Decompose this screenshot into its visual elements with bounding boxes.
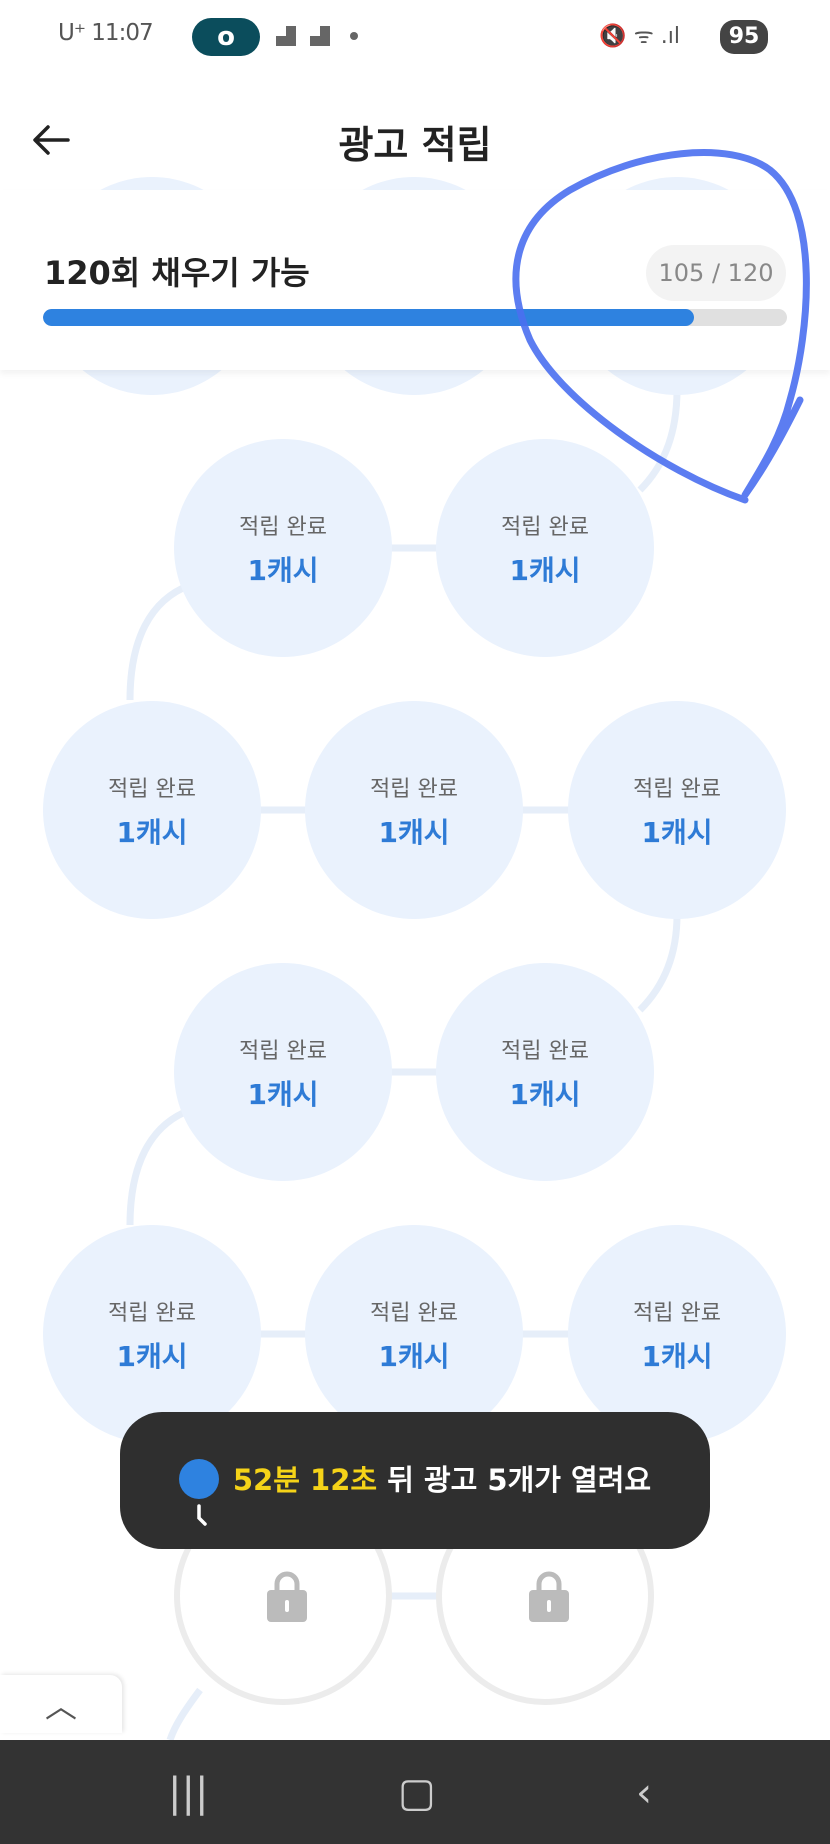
node-status: 적립 완료: [108, 777, 196, 802]
progress-card: 120회 채우기 가능 105 / 120: [0, 190, 830, 370]
reward-node-completed: 적립 완료 1캐시: [43, 1225, 261, 1443]
status-carrier: U⁺ 11:07: [58, 20, 154, 46]
node-status: 적립 완료: [370, 1301, 458, 1326]
node-status: 적립 완료: [108, 1301, 196, 1326]
chevron-up-icon: ︿: [44, 1687, 77, 1725]
reward-node-completed: 적립 완료 1캐시: [568, 1225, 786, 1443]
node-reward: 1캐시: [378, 816, 450, 849]
lock-icon: [529, 1571, 569, 1622]
battery-indicator: 95: [720, 20, 768, 54]
node-reward: 1캐시: [509, 554, 581, 587]
node-status: 적립 완료: [370, 777, 458, 802]
recent-apps-button[interactable]: |||: [168, 1770, 209, 1816]
toast-seconds: 12초: [310, 1463, 378, 1497]
reward-node-completed: 적립 완료 1캐시: [174, 439, 392, 657]
node-reward: 1캐시: [247, 1078, 319, 1111]
system-back-button[interactable]: ‹: [636, 1770, 652, 1816]
app-notification-icon: o: [192, 18, 260, 56]
node-status: 적립 완료: [239, 515, 327, 540]
status-bar: U⁺ 11:07 o 🔇 ᯤ .ıl 95: [0, 0, 830, 75]
node-status: 적립 완료: [501, 515, 589, 540]
scroll-top-button[interactable]: ︿: [0, 1675, 122, 1733]
node-reward: 1캐시: [509, 1078, 581, 1111]
progress-bar: [43, 309, 787, 326]
progress-bar-fill: [43, 309, 694, 326]
reward-node-completed: 적립 완료 1캐시: [305, 1225, 523, 1443]
reward-node-completed: 적립 완료 1캐시: [43, 701, 261, 919]
node-status: 적립 완료: [633, 777, 721, 802]
reward-node-completed: 적립 완료 1캐시: [436, 963, 654, 1181]
back-button[interactable]: [30, 118, 74, 162]
progress-count-badge: 105 / 120: [646, 245, 786, 301]
reward-node-completed: 적립 완료 1캐시: [174, 963, 392, 1181]
node-reward: 1캐시: [378, 1340, 450, 1373]
reward-node-completed: 적립 완료 1캐시: [568, 701, 786, 919]
unlock-timer-toast: 52분 12초 뒤 광고 5개가 열려요: [120, 1412, 710, 1549]
node-reward: 1캐시: [247, 554, 319, 587]
page-title: 광고 적립: [338, 123, 492, 167]
toast-message: 뒤 광고 5개가 열려요: [387, 1463, 652, 1497]
system-navigation-bar: ||| ▢ ‹: [0, 1740, 830, 1844]
more-notifications-icon: [350, 32, 358, 40]
lock-icon: [267, 1571, 307, 1622]
home-button[interactable]: ▢: [398, 1770, 436, 1816]
node-reward: 1캐시: [641, 816, 713, 849]
node-reward: 1캐시: [641, 1340, 713, 1373]
node-status: 적립 완료: [501, 1039, 589, 1064]
node-reward: 1캐시: [116, 1340, 188, 1373]
arrow-left-icon: [33, 125, 70, 155]
clock-icon: [178, 1459, 219, 1526]
node-status: 적립 완료: [633, 1301, 721, 1326]
signal-icons: 🔇 ᯤ .ıl: [599, 24, 680, 49]
header: 광고 적립: [0, 100, 830, 180]
node-status: 적립 완료: [239, 1039, 327, 1064]
node-reward: 1캐시: [116, 816, 188, 849]
toast-minutes: 52분: [232, 1463, 300, 1497]
reward-node-completed: 적립 완료 1캐시: [436, 439, 654, 657]
reward-node-completed: 적립 완료 1캐시: [305, 701, 523, 919]
progress-label: 120회 채우기 가능: [44, 254, 310, 292]
